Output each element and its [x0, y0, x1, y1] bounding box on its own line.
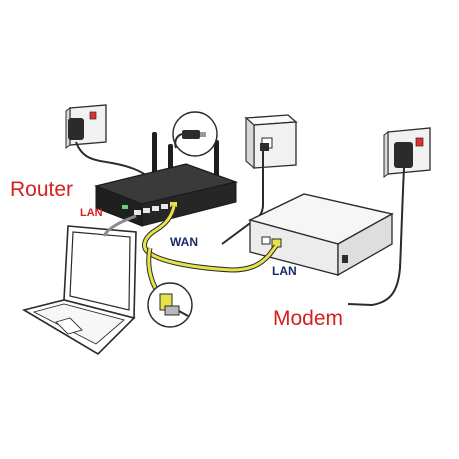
router [94, 132, 239, 227]
router-wan-label: WAN [170, 235, 198, 249]
modem-label: Modem [273, 307, 344, 330]
power-plug-icon [172, 111, 218, 157]
modem [248, 193, 394, 277]
router-power-cable [75, 141, 151, 179]
phone-wall-jack [244, 114, 298, 170]
modem-power-cable [347, 167, 405, 307]
wall-outlet-left [65, 104, 107, 149]
ethernet-connector-icon [147, 282, 193, 328]
wall-outlet-right [383, 127, 431, 178]
laptop-lan-cable [102, 214, 137, 237]
laptop [21, 225, 137, 356]
router-lan-label: LAN [80, 207, 103, 219]
router-label: Router [10, 178, 74, 201]
modem-lan-label: LAN [272, 264, 297, 278]
